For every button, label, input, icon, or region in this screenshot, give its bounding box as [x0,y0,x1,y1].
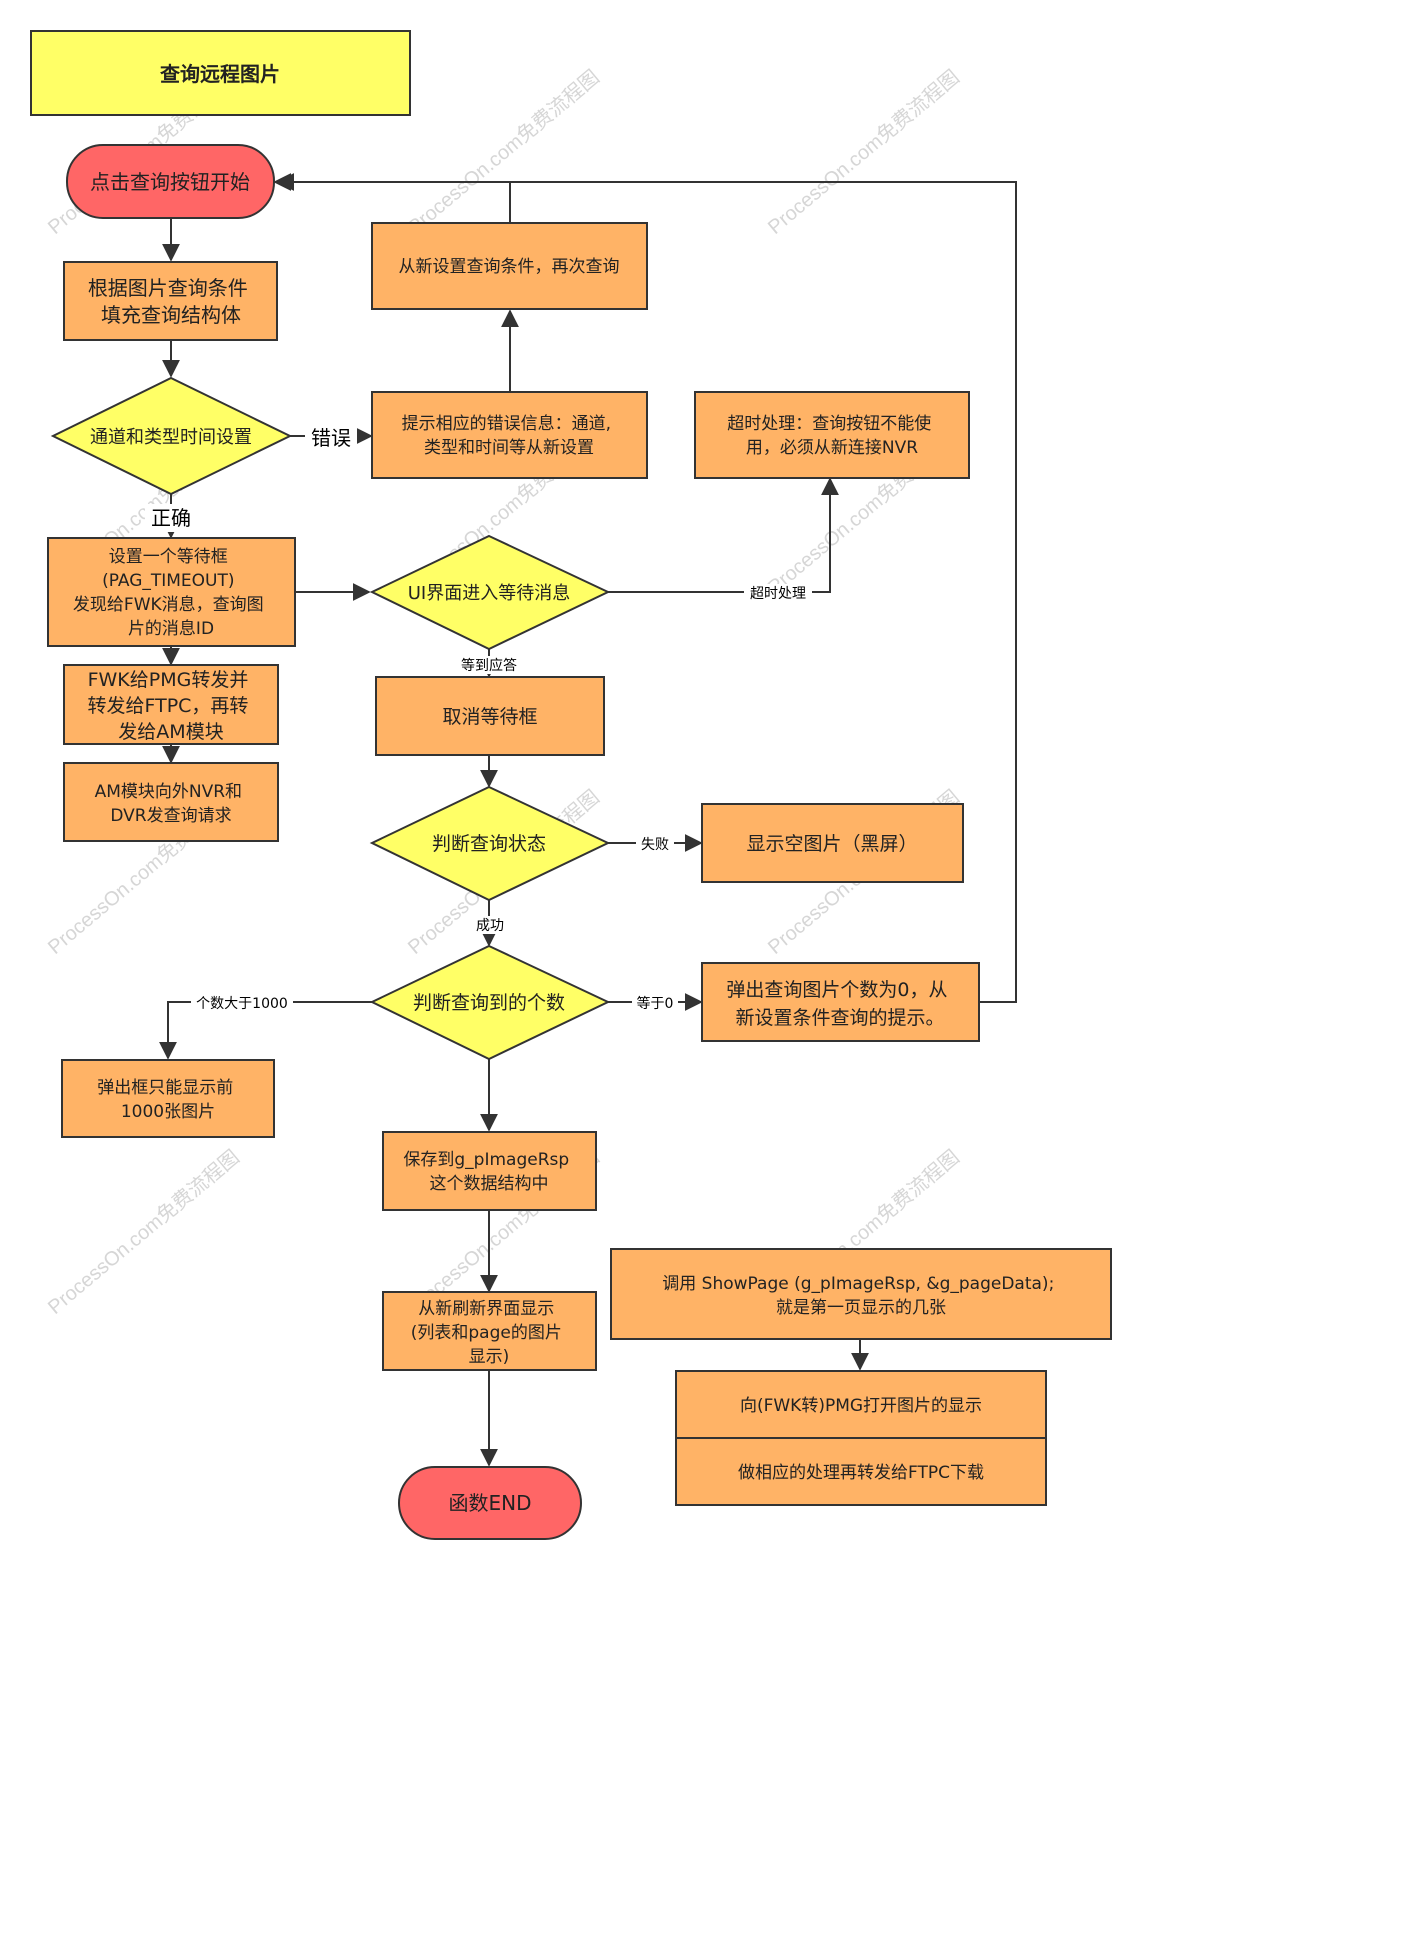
open-display-label: 向(FWK转)PMG打开图片的显示 [740,1396,982,1416]
open-display-node [675,1370,1047,1439]
end-node [398,1466,582,1540]
set-wait-node [47,537,296,647]
edge-zero-start [276,173,1017,1003]
save-rsp-node [382,1131,597,1211]
watermark-text: ProcessOn.com免费流程图 [403,65,603,238]
diagram-title: 查询远程图片 [160,62,280,86]
edge-count-limit [159,1001,373,1060]
edge-waitmsg-timeout [608,477,839,593]
start-node [66,144,275,219]
edge-label-timeout: 超时处理 [750,586,806,602]
reset-condition-label: 从新设置查询条件，再次查询 [399,257,620,277]
refresh-ui-label: 从新刷新界面显示 (列表和page的图片 显示) [411,1299,568,1367]
cancel-wait-node [375,676,605,756]
error-prompt-label: 提示相应的错误信息：通道, 类型和时间等从新设置 [402,414,617,458]
am-request-node [63,762,279,842]
end-node-label: 函数END [449,1491,532,1515]
wait-msg-label: UI界面进入等待消息 [408,583,570,604]
wait-msg-decision [369,534,611,651]
save-rsp-label: 保存到g_pImageRsp 这个数据结构中 [403,1150,574,1194]
start-node-label: 点击查询按钮开始 [90,170,250,194]
refresh-ui-node [382,1291,597,1371]
check-count-label: 判断查询到的个数 [413,992,565,1014]
forward-download-label: 做相应的处理再转发给FTPC下载 [738,1463,984,1483]
edge-label-over-1000: 个数大于1000 [196,996,288,1012]
fwk-forward-label: FWK给PMG转发并 转发给FTPC，再转 发给AM模块 [88,669,255,743]
fwk-forward-node [63,664,279,745]
check-status-decision [369,785,611,902]
watermark-text: ProcessOn.com免费流程图 [763,65,963,238]
am-request-label: AM模块向外NVR和 DVR发查询请求 [95,782,248,826]
timeout-handle-label: 超时处理：查询按钮不能使 用，必须从新连接NVR [727,413,936,458]
edge-label-success: 成功 [476,918,504,934]
zero-prompt-node [701,962,980,1042]
check-status-label: 判断查询状态 [432,833,546,855]
show-empty-node [701,803,964,883]
error-prompt-node [371,391,648,479]
zero-prompt-label: 弹出查询图片个数为0，从 新设置条件查询的提示。 [726,979,953,1029]
limit-prompt-label: 弹出框只能显示前 1000张图片 [97,1078,238,1122]
cancel-wait-label: 取消等待框 [442,706,537,728]
edge-label-error: 错误 [311,426,351,450]
set-wait-label: 设置一个等待框 (PAG_TIMEOUT) 发现给FWK消息，查询图 片的消息I… [73,547,269,639]
check-count-decision [369,944,611,1061]
limit-prompt-node [61,1059,275,1138]
watermark-text: ProcessOn.com免费流程图 [43,1145,243,1318]
show-empty-label: 显示空图片（黑屏） [746,833,917,855]
check-channel-decision [50,376,293,496]
title-box [30,30,411,116]
flowchart-canvas: ProcessOn.com免费流程图 ProcessOn.com免费流程图 Proc… [30,30,1112,1540]
check-channel-label: 通道和类型时间设置 [90,427,252,448]
edge-label-answered: 等到应答 [461,657,517,674]
show-page-label: 调用 ShowPage (g_pImageRsp, &g_pageData); … [662,1274,1059,1318]
fill-struct-label: 根据图片查询条件 填充查询结构体 [88,276,254,327]
forward-download-node [675,1437,1047,1506]
show-page-node [610,1248,1112,1340]
edge-label-equals-zero: 等于0 [637,995,674,1012]
reset-condition-node [371,222,648,310]
timeout-handle-node [694,391,970,479]
edge-label-correct: 正确 [151,506,191,530]
fill-struct-node [63,261,278,341]
edge-label-fail: 失败 [641,837,669,853]
